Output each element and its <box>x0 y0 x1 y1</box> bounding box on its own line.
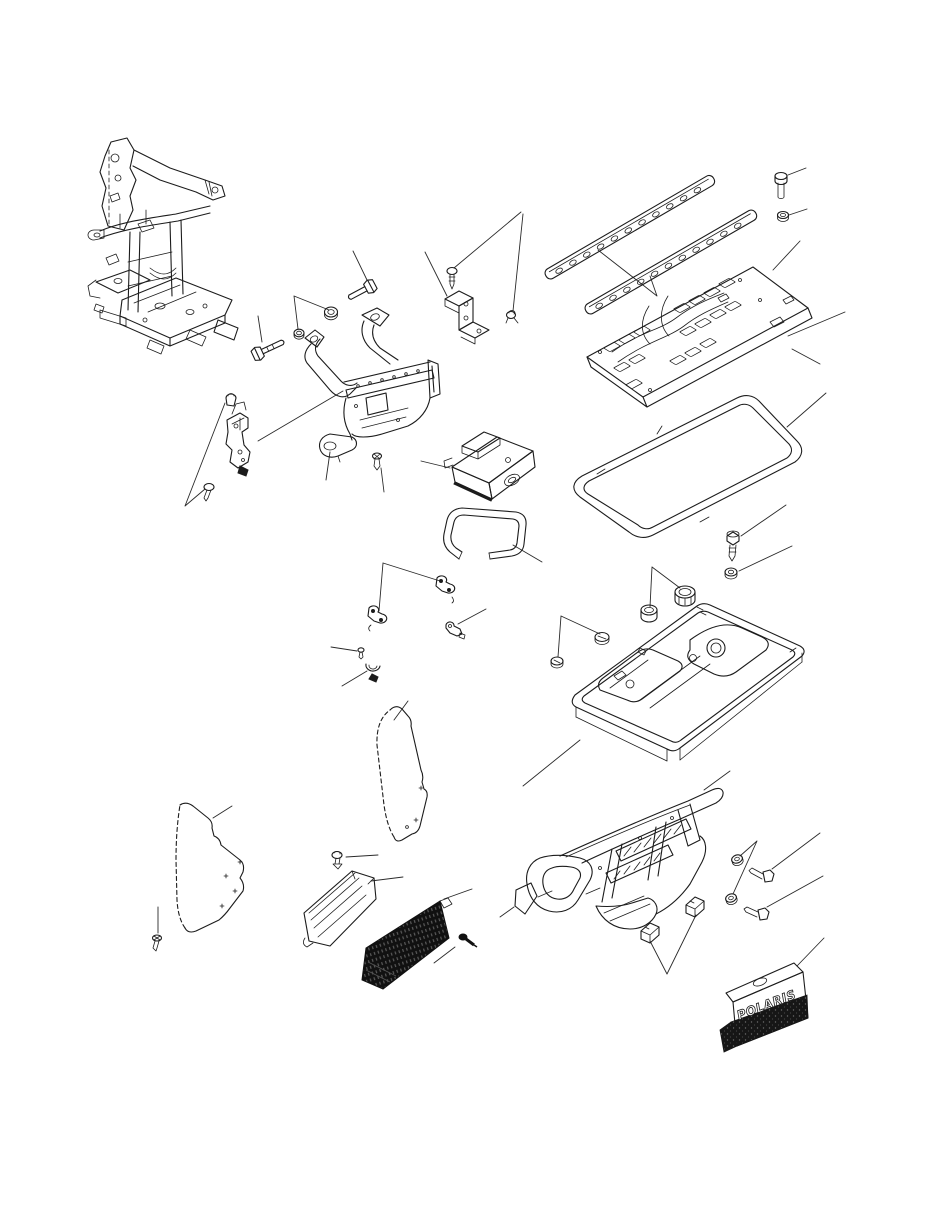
anti-slip-strip-rear <box>584 209 758 315</box>
side-panel-left <box>175 802 245 933</box>
rack-support-weldment <box>304 307 441 463</box>
flange-nut-large <box>323 306 339 321</box>
rubber-cap-large <box>674 585 696 607</box>
carriage-bolt-long <box>250 339 285 361</box>
frame-assembly <box>87 137 239 355</box>
mesh-screw <box>458 933 478 948</box>
anti-slip-strip-front <box>544 174 716 280</box>
mounting-bracket-upper <box>444 290 490 345</box>
console-cover <box>443 431 536 502</box>
panel-push-rivet <box>331 850 343 870</box>
retainer-bracket <box>443 507 527 560</box>
flange-screw-upper <box>446 266 458 290</box>
louvered-grille <box>303 870 377 948</box>
latch-clip-a <box>435 575 456 604</box>
push-rivet-pin <box>203 482 215 502</box>
push-clip-upper <box>505 310 519 324</box>
rubber-cap-small <box>640 604 658 623</box>
front-storage-box <box>571 603 805 762</box>
panel-screw <box>151 934 163 952</box>
flange-bolt-top-right <box>774 171 788 199</box>
hook-clip <box>445 621 466 640</box>
hook-screw <box>357 647 365 660</box>
reflector-pad <box>514 882 538 915</box>
front-bumper-fascia <box>526 787 724 930</box>
support-bracket-left <box>225 401 251 477</box>
flange-bolt-box <box>726 530 740 562</box>
drain-plug-b <box>550 656 564 669</box>
latch-clip-b <box>367 605 388 632</box>
side-panel-right <box>376 706 428 842</box>
flange-nut-small <box>293 328 305 340</box>
bumper-flange-bolt-pair <box>743 867 775 921</box>
drain-plug-a <box>594 631 610 645</box>
c-clip <box>365 663 381 683</box>
hex-flange-bolt <box>347 279 378 300</box>
spring-clip <box>225 393 237 407</box>
rivet-screw <box>371 452 383 471</box>
callout-leader-lines <box>157 167 846 975</box>
bumper-rubber-cap-pair <box>640 896 705 944</box>
mesh-screen <box>361 897 453 990</box>
front-rack-panel <box>586 266 813 408</box>
flange-nut-top-right <box>776 210 790 222</box>
flange-nut-box <box>724 567 738 580</box>
rack-seal-gasket <box>573 395 803 538</box>
bumper-flange-nut-pair <box>725 854 744 906</box>
